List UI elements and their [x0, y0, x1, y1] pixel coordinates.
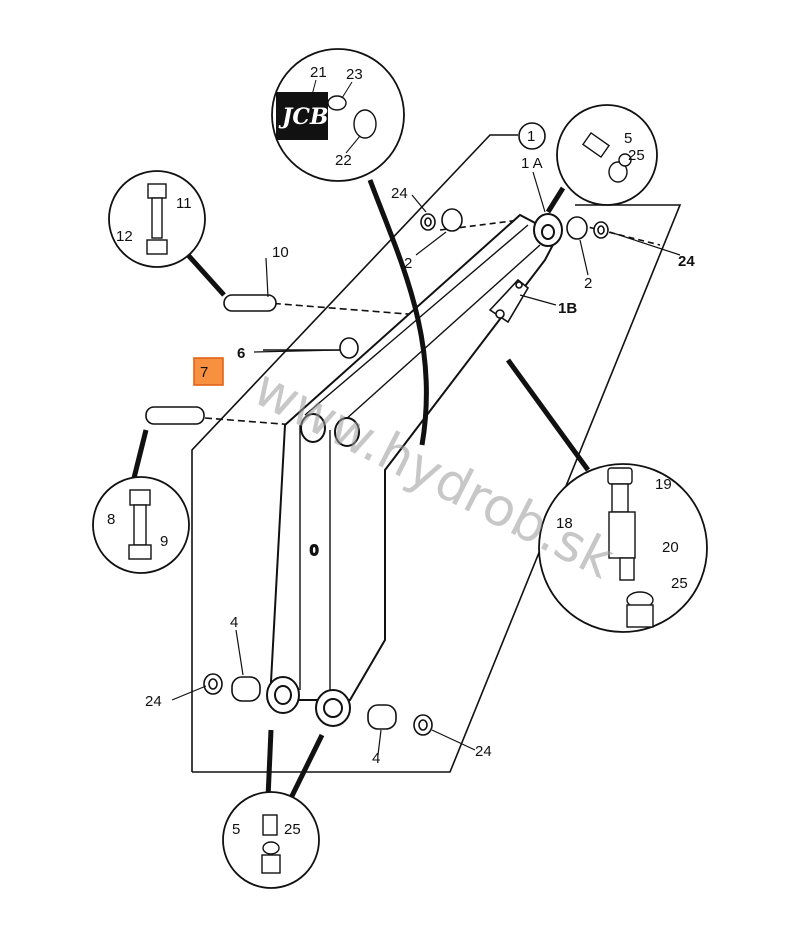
detail-circle-grease-bottom: [222, 791, 320, 889]
bush-2-right: [566, 216, 609, 240]
label-22: 22: [335, 152, 352, 169]
label-18: 18: [556, 515, 573, 532]
bush-4-right: [367, 704, 433, 736]
label-20: 20: [662, 539, 679, 556]
pin-10: [223, 294, 277, 312]
leader-lines: [171, 135, 681, 756]
label-2-right: 2: [584, 275, 592, 292]
plate-1b: [488, 278, 530, 324]
label-10: 10: [272, 244, 289, 261]
detail-circle-adapter: [538, 463, 708, 633]
jcb-logo: JCB: [276, 92, 329, 140]
boom-arm: 0: [266, 213, 563, 727]
detail-circle-bolt-top: [108, 170, 206, 268]
svg-text:0: 0: [310, 542, 318, 559]
plug-22-icon: [353, 109, 377, 139]
label-11: 11: [176, 195, 192, 212]
label-1: 1: [527, 128, 535, 145]
label-25-right: 25: [671, 575, 688, 592]
label-8: 8: [107, 511, 115, 528]
grease-nipple-6: [339, 337, 359, 359]
label-24-bottom: 24: [475, 743, 492, 760]
bush-4-left: [203, 673, 261, 702]
label-4-right: 4: [372, 750, 380, 767]
pin-7: [145, 406, 205, 425]
detail-circle-grease-top: [556, 104, 658, 206]
detail-connectors: [131, 179, 591, 802]
label-21: 21: [310, 64, 327, 81]
label-5-top: 5: [624, 130, 632, 147]
label-9: 9: [160, 533, 168, 550]
label-19: 19: [655, 476, 672, 493]
detail-circle-badge: JCB: [271, 48, 405, 182]
label-1a: 1 A: [521, 155, 543, 172]
label-6: 6: [237, 345, 245, 362]
bush-2-top: [420, 208, 463, 232]
label-1b: 1B: [558, 300, 577, 317]
svg-text:JCB: JCB: [278, 104, 329, 130]
label-23: 23: [346, 66, 363, 83]
label-24-left: 24: [145, 693, 162, 710]
label-12: 12: [116, 228, 133, 245]
label-25-bottom: 25: [284, 821, 301, 838]
label-4-left: 4: [230, 614, 238, 631]
label-2-top: 2: [404, 255, 412, 272]
label-5-bottom: 5: [232, 821, 240, 838]
callout-1-circle: [518, 122, 546, 150]
part-labels: 1 1 A 1B 2 2 4 4 5 5 6 7 8 9 10 11 12 18…: [107, 64, 695, 838]
label-25-top: 25: [628, 147, 645, 164]
label-7: 7: [200, 364, 208, 381]
rivet-23-icon: [327, 95, 347, 111]
label-24-top: 24: [391, 185, 408, 202]
detail-circle-bolt-bottom: [92, 476, 190, 574]
label-24-right: 24: [678, 253, 695, 270]
highlight-7: [193, 357, 224, 386]
